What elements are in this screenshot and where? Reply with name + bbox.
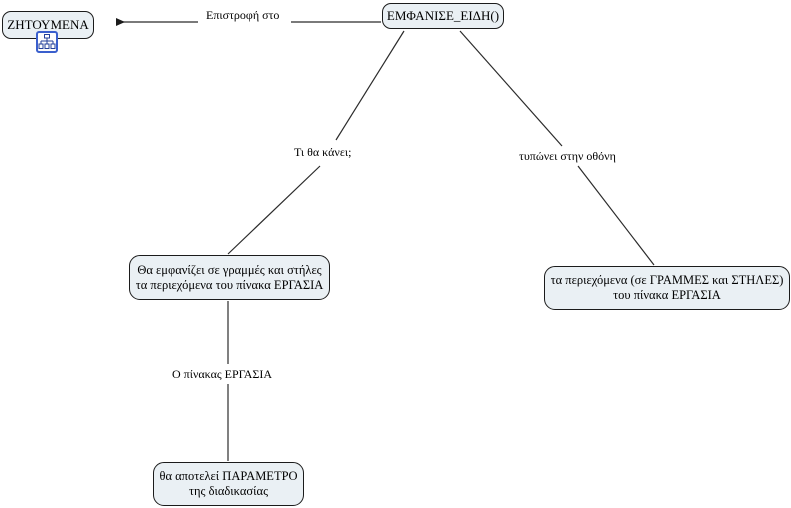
node-grammes-stiles[interactable]: Θα εμφανίζει σε γραμμές και στήλες τα πε…: [129, 255, 330, 300]
node-zitoumena-label: ΖΗΤΟΥΜΕΝΑ: [7, 17, 89, 33]
node-parametros[interactable]: θα αποτελεί ΠΑΡΑΜΕΤΡΟ της διαδικασίας: [153, 462, 304, 506]
node-periexomena[interactable]: τα περιεχόμενα (σε ΓΡΑΜΜΕΣ και ΣΤΗΛΕΣ) τ…: [544, 266, 790, 310]
node-emfanise-label: ΕΜΦΑΝΙΣΕ_ΕΙΔΗ(): [386, 8, 500, 24]
node-parametros-line1: θα αποτελεί ΠΑΡΑΜΕΤΡΟ: [159, 469, 298, 484]
edge-ti-tha-kanei-lower: [227, 165, 321, 255]
node-grammes-line2: τα περιεχόμενα του πίνακα ΕΡΓΑΣΙΑ: [135, 277, 324, 292]
edge-typonei-lower: [577, 165, 655, 266]
edge-label-typonei-stin-othoni: τυπώνει στην οθόνη: [516, 149, 619, 163]
edge-typonei-upper: [459, 30, 563, 147]
node-periexomena-line2: του πίνακα ΕΡΓΑΣΙΑ: [613, 288, 721, 302]
edge-label-epistrofi-sto: Επιστροφή στο: [203, 8, 283, 22]
edge-label-o-pinakas-ergasia: Ο πίνακας ΕΡΓΑΣΙΑ: [169, 367, 276, 381]
node-emfanise-eidi[interactable]: ΕΜΦΑΝΙΣΕ_ΕΙΔΗ(): [382, 3, 504, 29]
node-zitoumena[interactable]: ΖΗΤΟΥΜΕΝΑ: [2, 11, 94, 39]
node-grammes-line1: Θα εμφανίζει σε γραμμές και στήλες: [137, 262, 322, 277]
node-periexomena-line1: τα περιεχόμενα (σε ΓΡΑΜΜΕΣ και ΣΤΗΛΕΣ): [550, 273, 784, 288]
edge-ti-tha-kanei-upper: [335, 30, 405, 141]
hierarchy-icon[interactable]: [36, 31, 58, 53]
edge-label-ti-tha-kanei: Τι θα κάνει;: [291, 145, 355, 159]
node-parametros-line2: της διαδικασίας: [188, 484, 269, 498]
